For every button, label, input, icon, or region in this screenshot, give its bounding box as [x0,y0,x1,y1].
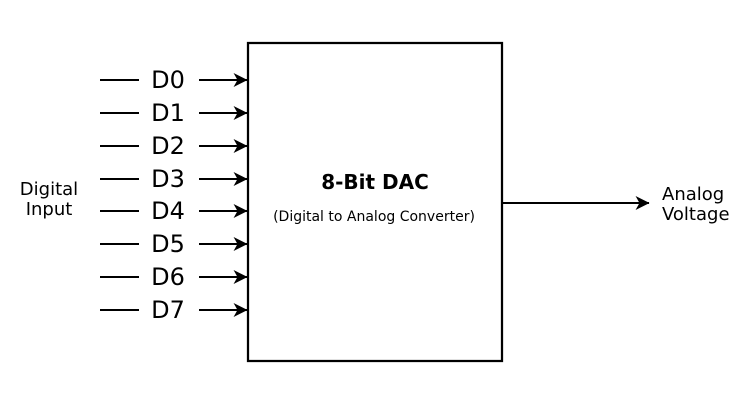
digital-input-label-line1: Digital [20,179,78,200]
analog-voltage-label-line1: Analog [662,184,724,205]
input-label-d4: D4 [151,197,185,225]
input-row-d6: D6 [100,263,248,291]
input-row-d1: D1 [100,99,248,127]
input-label-d1: D1 [151,99,185,127]
input-row-d0: D0 [100,66,248,94]
input-label-d5: D5 [151,230,185,258]
input-label-d6: D6 [151,263,185,291]
dac-box [246,41,504,363]
analog-voltage-label-line2: Voltage [662,204,730,225]
input-row-d5: D5 [100,230,248,258]
input-label-d7: D7 [151,296,185,324]
digital-input-label-line2: Input [26,199,73,220]
input-row-d3: D3 [100,165,248,193]
input-row-d7: D7 [100,296,248,324]
dac-box-title: 8-Bit DAC [321,170,429,194]
input-label-d2: D2 [151,132,185,160]
input-row-d2: D2 [100,132,248,160]
input-label-d3: D3 [151,165,185,193]
dac-box-subtitle: (Digital to Analog Converter) [273,209,475,225]
input-label-d0: D0 [151,66,185,94]
input-row-d4: D4 [100,197,248,225]
